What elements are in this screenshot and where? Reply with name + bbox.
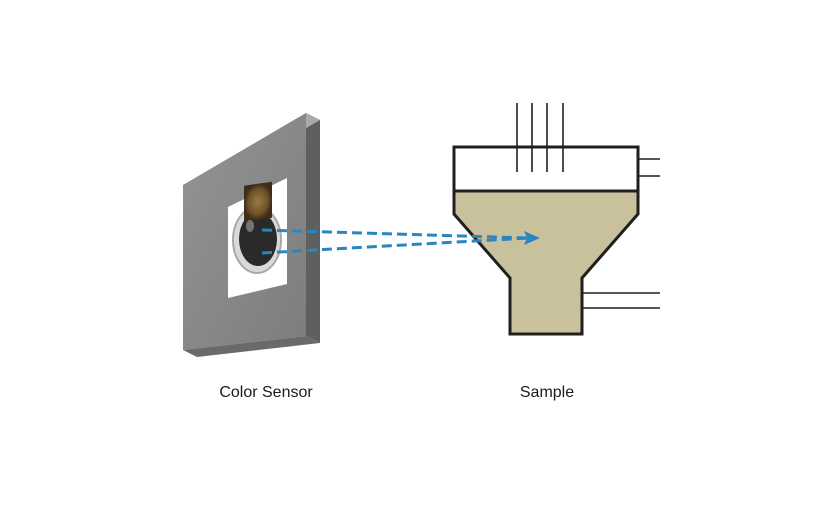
sensor-face-lower-edge (183, 336, 320, 357)
color-sensor-module-icon (183, 113, 320, 357)
sensor-chip (244, 181, 272, 222)
beam-arrowhead (524, 231, 540, 245)
sample-top-chamber (452, 145, 640, 193)
sample-hopper-vessel (452, 103, 660, 336)
sensor-side-edge (306, 113, 320, 343)
sample-label: Sample (519, 384, 575, 401)
sample-material (452, 189, 640, 336)
dashed-arrow-beam (261, 228, 540, 255)
sensor-lens-glint (246, 220, 254, 232)
color-sensor-label: Color Sensor (219, 384, 313, 401)
